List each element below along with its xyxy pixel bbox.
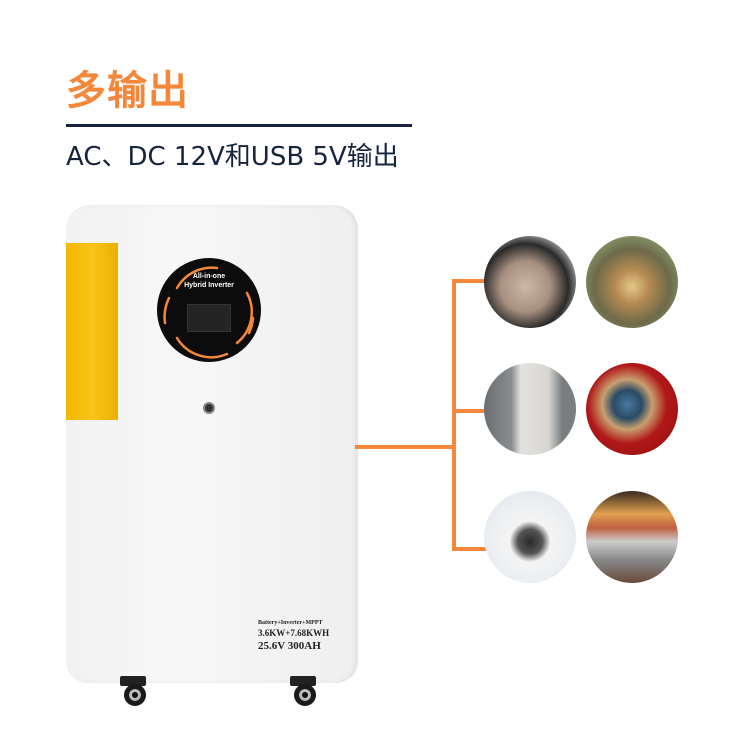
rice-cooker-image	[484, 236, 576, 328]
divider	[66, 124, 412, 127]
spec-line1: Battery+Inverter+MPPT	[258, 620, 323, 626]
caster-wheel-right	[290, 676, 320, 708]
connector-main	[355, 445, 454, 449]
yellow-side-panel	[66, 243, 118, 420]
lcd-screen	[187, 304, 231, 332]
connector-branch-1	[452, 279, 486, 283]
display-line2: Hybrid Inverter	[184, 282, 234, 289]
lock-icon	[203, 402, 215, 414]
page-subtitle: AC、DC 12V和USB 5V输出	[66, 142, 399, 172]
laptop-red-image	[586, 363, 678, 455]
inverter-display: All-in-one Hybrid Inverter	[157, 258, 261, 362]
spec-line3: 25.6V 300AH	[258, 640, 321, 652]
connector-branch-2	[452, 409, 486, 413]
caster-wheel-left	[120, 676, 150, 708]
air-conditioner-image	[484, 363, 576, 455]
page-title: 多输出	[66, 68, 189, 114]
chainsaw-image	[586, 236, 678, 328]
washing-machine-image	[484, 491, 576, 583]
connector-vertical	[452, 279, 456, 551]
connector-branch-3	[452, 547, 486, 551]
orange-swirl-icon	[163, 266, 255, 359]
spec-line2: 3.6KW+7.68KWH	[258, 628, 330, 638]
display-line1: All-in-one	[192, 273, 226, 280]
laptop-typing-image	[586, 491, 678, 583]
